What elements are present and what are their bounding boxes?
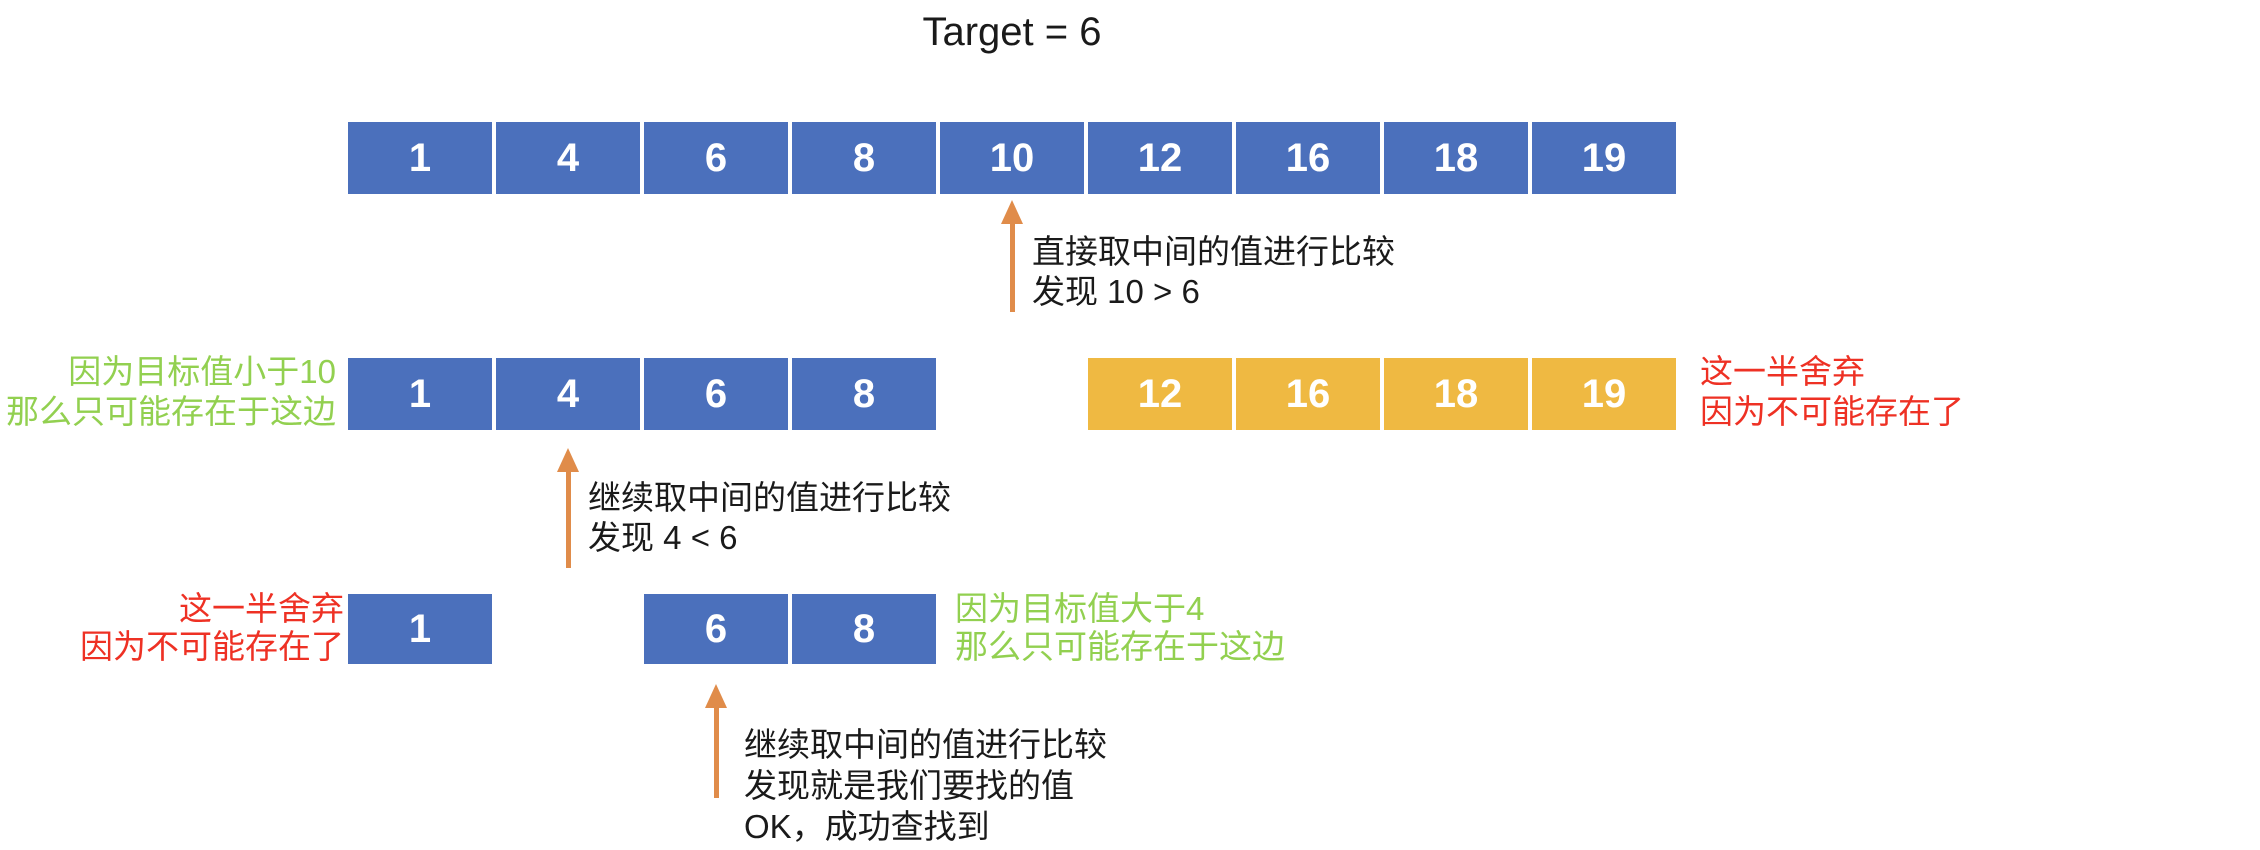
step1-annotation-line1: 直接取中间的值进行比较	[1032, 233, 1395, 270]
array-row-discarded-right: 12 16 18 19	[1088, 358, 1676, 430]
array-cell: 16	[1236, 122, 1380, 194]
step3-annotation-line3: OK，成功查找到	[744, 808, 990, 845]
arrow-shaft	[1009, 224, 1015, 312]
keep-left-line1: 因为目标值小于10	[68, 353, 336, 390]
arrow-head	[1001, 200, 1023, 224]
array-cell: 12	[1088, 358, 1232, 430]
arrow-shaft	[565, 472, 571, 568]
discard-left-line1: 这一半舍弃	[179, 590, 344, 627]
array-cell: 6	[644, 122, 788, 194]
array-row-kept-left: 1 4 6 8	[348, 358, 936, 430]
diagram-title: Target = 6	[922, 10, 1102, 54]
array-cell: 19	[1532, 122, 1676, 194]
keep-left-line2: 那么只可能存在于这边	[6, 393, 336, 430]
arrow-shaft	[713, 708, 719, 798]
step2-annotation: 继续取中间的值进行比较 发现 4 < 6	[588, 478, 951, 558]
array-row-discarded-left: 1	[348, 594, 492, 664]
array-cell: 1	[348, 594, 492, 664]
step3-annotation-line1: 继续取中间的值进行比较	[744, 726, 1107, 763]
array-cell-middle: 6	[644, 594, 788, 664]
array-cell: 18	[1384, 358, 1528, 430]
arrow-head	[705, 684, 727, 708]
step2-annotation-line2: 发现 4 < 6	[588, 519, 738, 556]
array-cell: 8	[792, 594, 936, 664]
keep-right-line2: 那么只可能存在于这边	[955, 628, 1285, 665]
step2-annotation-line1: 继续取中间的值进行比较	[588, 479, 951, 516]
discard-left-line2: 因为不可能存在了	[80, 628, 344, 665]
step1-annotation-line2: 发现 10 > 6	[1032, 273, 1200, 310]
array-cell-middle: 10	[940, 122, 1084, 194]
step1-annotation: 直接取中间的值进行比较 发现 10 > 6	[1032, 232, 1395, 312]
array-cell: 4	[496, 122, 640, 194]
array-cell: 16	[1236, 358, 1380, 430]
arrow-up-icon	[704, 684, 728, 798]
discard-right-line1: 这一半舍弃	[1700, 353, 1865, 390]
array-cell: 12	[1088, 122, 1232, 194]
array-cell: 6	[644, 358, 788, 430]
discard-right-label: 这一半舍弃 因为不可能存在了	[1700, 352, 1964, 432]
array-row-full: 1 4 6 8 10 12 16 18 19	[348, 122, 1676, 194]
discard-left-label: 这一半舍弃 因为不可能存在了	[80, 590, 344, 666]
array-cell: 19	[1532, 358, 1676, 430]
arrow-head	[557, 448, 579, 472]
keep-right-line1: 因为目标值大于4	[955, 590, 1205, 627]
array-cell: 1	[348, 358, 492, 430]
step3-annotation: 继续取中间的值进行比较 发现就是我们要找的值 OK，成功查找到	[744, 724, 1107, 847]
array-cell: 18	[1384, 122, 1528, 194]
arrow-up-icon	[556, 448, 580, 568]
array-cell: 8	[792, 122, 936, 194]
array-cell-middle: 4	[496, 358, 640, 430]
array-cell: 1	[348, 122, 492, 194]
keep-right-label: 因为目标值大于4 那么只可能存在于这边	[955, 590, 1285, 666]
keep-left-label: 因为目标值小于10 那么只可能存在于这边	[6, 352, 336, 432]
step3-annotation-line2: 发现就是我们要找的值	[744, 767, 1074, 804]
arrow-up-icon	[1000, 200, 1024, 312]
discard-right-line2: 因为不可能存在了	[1700, 393, 1964, 430]
array-row-kept-mid: 6 8	[644, 594, 936, 664]
array-cell: 8	[792, 358, 936, 430]
